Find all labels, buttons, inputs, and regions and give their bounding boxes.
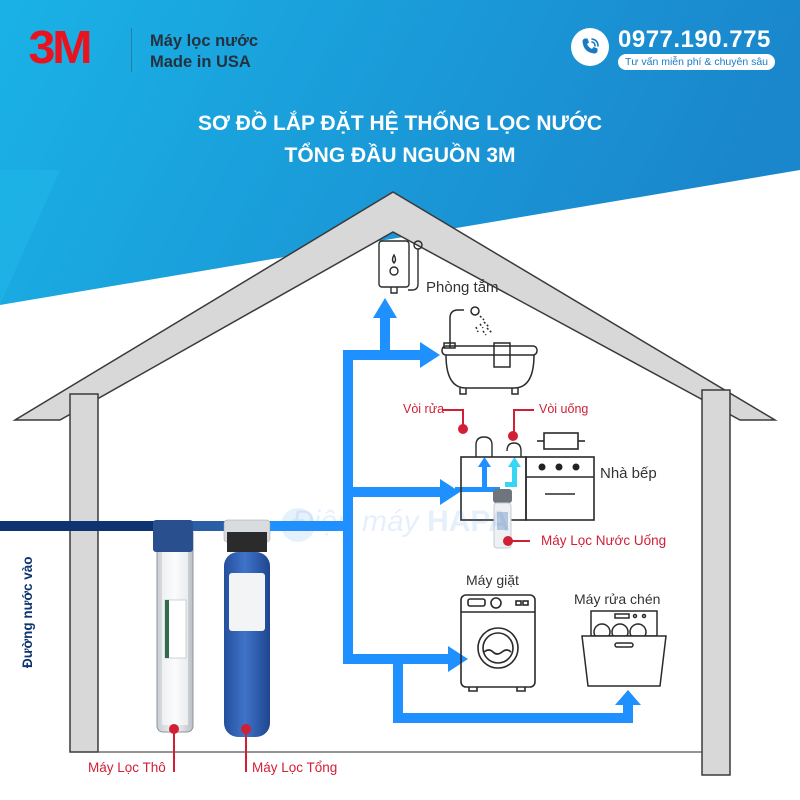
- coarse-filter-label: Máy Lọc Thô: [88, 760, 166, 775]
- drinking-water-line: [505, 457, 521, 487]
- drink-faucet-label: Vòi uống: [539, 402, 589, 416]
- title-line-1: SƠ ĐỒ LẮP ĐẶT HỆ THỐNG LỌC NƯỚC: [197, 112, 603, 135]
- whole-house-filter-image: [223, 519, 271, 737]
- phone-call-icon[interactable]: [571, 28, 609, 66]
- bathroom-label: Phòng tắm: [426, 279, 499, 296]
- dishwasher-label: Máy rửa chén: [574, 591, 661, 607]
- callout-lines: [173, 409, 534, 772]
- watermark-text: Điện máy HAPA: [292, 505, 510, 538]
- brand-line-2: Made in USA: [150, 53, 251, 71]
- callout-dots: [169, 424, 518, 734]
- inlet-pipe-label: Đường nước vào: [20, 556, 35, 668]
- kitchen-label: Nhà bếp: [600, 465, 657, 482]
- stove-burners: [538, 463, 580, 471]
- page-title: SƠ ĐỒ LẮP ĐẶT HỆ THỐNG LỌC NƯỚC TỔNG ĐẦU…: [0, 108, 800, 172]
- whole-house-filter-label: Máy Lọc Tổng: [252, 760, 338, 775]
- house-structure: [12, 191, 778, 776]
- dishwasher-icon: [581, 610, 667, 687]
- watermark-badge: [281, 508, 315, 542]
- hotline-tagline: Tư vấn miễn phí & chuyên sâu: [618, 54, 776, 70]
- header-background: [0, 0, 800, 305]
- title-line-2: TỔNG ĐẦU NGUỒN 3M: [284, 144, 516, 167]
- washing-machine-icon: [460, 594, 536, 692]
- coarse-filter-image: [153, 520, 194, 733]
- inlet-pipe: [0, 521, 230, 531]
- kitchen-icon: [460, 432, 595, 521]
- brand-line-1: Máy lọc nước: [150, 32, 259, 50]
- brand-tagline: Máy lọc nước Made in USA: [150, 31, 258, 73]
- water-heater-icon: [378, 240, 423, 294]
- bathtub-icon: [441, 306, 538, 395]
- brand-divider: [131, 28, 132, 72]
- drinking-filter-label: Máy Lọc Nước Uống: [541, 533, 667, 548]
- wash-faucet-label: Vòi rửa: [403, 402, 445, 416]
- hotline-number[interactable]: 0977.190.775: [618, 26, 771, 53]
- distribution-pipes: [255, 298, 641, 723]
- brand-logo-3m: 3M: [28, 21, 93, 73]
- washing-machine-label: Máy giặt: [466, 572, 519, 588]
